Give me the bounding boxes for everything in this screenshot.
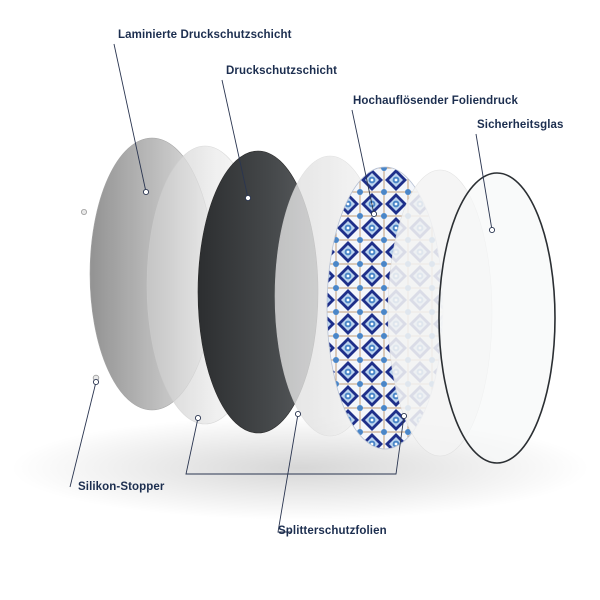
label-safety-glass: Sicherheitsglas: [477, 119, 564, 131]
leader-laminated: [113, 43, 147, 193]
leader-splinter-2: [277, 413, 299, 533]
leader-lines: [69, 43, 493, 533]
leader-stopper: [69, 381, 97, 488]
label-protection-layer: Druckschutzschicht: [226, 65, 338, 77]
silicone-stopper-top: [81, 208, 88, 215]
leader-splinter: [185, 417, 292, 475]
leader-splinter-3: [292, 415, 405, 475]
leader-protection: [221, 79, 249, 199]
leader-glass: [475, 133, 493, 231]
label-print-layer: Hochauflösender Foliendruck: [353, 95, 519, 107]
label-splinter-foils: Splitterschutzfolien: [278, 525, 387, 537]
leader-dots: [92, 188, 496, 422]
label-silicone-stopper: Silikon-Stopper: [78, 481, 165, 493]
leader-print: [351, 109, 375, 215]
safety-glass-disc: [438, 172, 556, 464]
label-laminated-layer: Laminierte Druckschutzschicht: [118, 29, 292, 41]
